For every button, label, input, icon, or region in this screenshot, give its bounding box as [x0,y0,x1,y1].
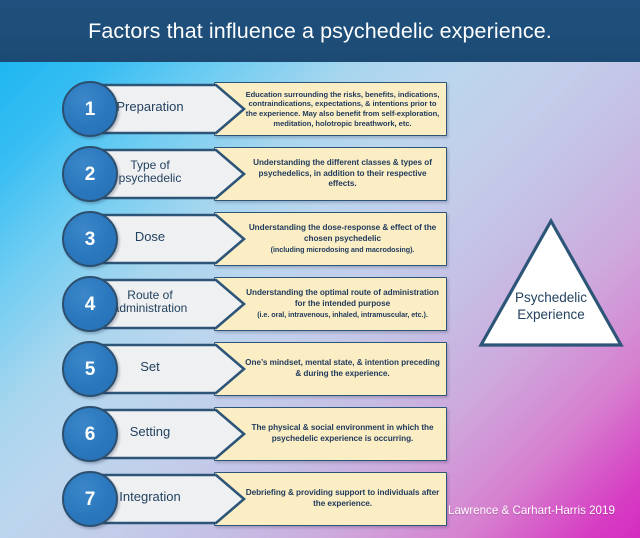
factor-description: Understanding the optimal route of admin… [246,288,439,309]
factor-row[interactable]: Debriefing & providing support to indivi… [62,471,447,527]
factor-description: One’s mindset, mental state, & intention… [245,358,440,378]
factor-number: 3 [84,228,96,250]
page-title: Factors that influence a psychedelic exp… [88,18,552,43]
factor-row[interactable]: Understanding the different classes & ty… [62,146,447,202]
factor-row[interactable]: The physical & social environment in whi… [62,406,447,462]
factor-description-sub: (including microdosing and macrodosing). [270,245,415,255]
factor-number-badge: 4 [62,276,118,332]
factor-description-box: One’s mindset, mental state, & intention… [214,342,447,396]
factor-row[interactable]: Understanding the dose-response & effect… [62,211,447,267]
factor-description: Understanding the dose-response & effect… [248,223,437,244]
factor-description: Education surrounding the risks, benefit… [245,89,440,128]
factor-number-badge: 7 [62,471,118,527]
factor-row[interactable]: Understanding the optimal route of admin… [62,276,447,332]
factor-number-badge: 1 [62,81,118,137]
header-bar: Factors that influence a psychedelic exp… [0,0,640,62]
factor-description-box: Debriefing & providing support to indivi… [214,472,447,526]
factor-number: 6 [84,423,96,445]
factor-description: Understanding the different classes & ty… [253,158,432,189]
factor-description-box: The physical & social environment in whi… [214,407,447,461]
factor-number: 2 [84,163,96,185]
factor-number: 1 [84,98,96,120]
factor-description: Debriefing & providing support to indivi… [245,488,440,508]
factor-description-sub: (i.e. oral, intravenous, inhaled, intram… [257,310,428,320]
factor-number: 7 [84,488,96,510]
factor-number: 4 [84,293,96,315]
factor-number-badge: 6 [62,406,118,462]
factor-number-badge: 3 [62,211,118,267]
psychedelic-experience-triangle: Psychedelic Experience [477,217,625,349]
factor-description-box: Understanding the different classes & ty… [214,147,447,201]
factor-description-box: Understanding the dose-response & effect… [214,212,447,266]
factor-description: The physical & social environment in whi… [251,423,434,443]
factor-row[interactable]: One’s mindset, mental state, & intention… [62,341,447,397]
factor-row[interactable]: Education surrounding the risks, benefit… [62,81,447,137]
factor-number-badge: 2 [62,146,118,202]
attribution-text: Lawrence & Carhart-Harris 2019 [448,504,615,517]
factor-number-badge: 5 [62,341,118,397]
factor-description-box: Education surrounding the risks, benefit… [214,82,447,136]
factor-description-box: Understanding the optimal route of admin… [214,277,447,331]
factor-number: 5 [84,358,96,380]
